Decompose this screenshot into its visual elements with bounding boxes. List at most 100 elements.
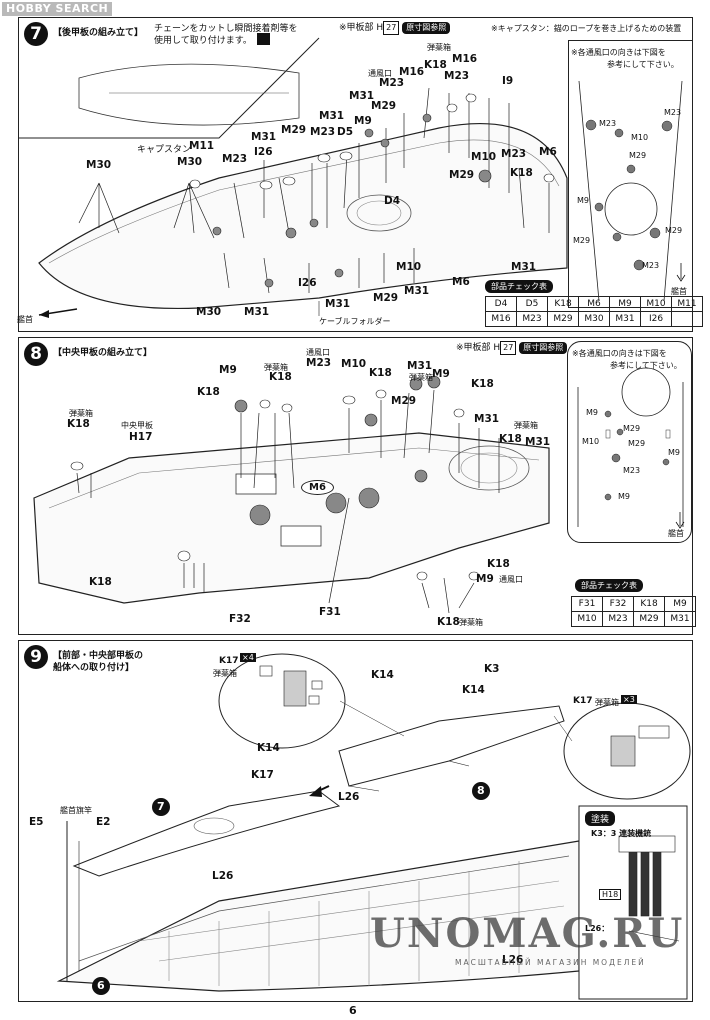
check-cell: M23 bbox=[516, 311, 548, 327]
step-7-number: 7 bbox=[24, 22, 48, 46]
site-logo: HOBBY SEARCH bbox=[2, 2, 113, 16]
inset-label: M23 bbox=[599, 119, 617, 128]
inset-label: M29 bbox=[623, 424, 641, 433]
part-k18: K18 bbox=[499, 433, 522, 445]
step-8-title: 【中央甲板の組み立て】 bbox=[53, 348, 153, 358]
inset-label: M29 bbox=[573, 236, 591, 245]
capstan-label: キャプスタン bbox=[137, 145, 192, 155]
part-m10: M10 bbox=[341, 358, 367, 370]
inset-label: M9 bbox=[618, 492, 630, 501]
part-k18: K18 bbox=[197, 386, 220, 398]
ref-number: 27 bbox=[500, 341, 517, 355]
watermark-sub: МАСШТАБНЫЙ МАГАЗИН МОДЕЛЕЙ bbox=[455, 958, 646, 967]
paint-l26-label: L26： bbox=[585, 924, 610, 933]
vent-label: 通風口 bbox=[306, 348, 330, 357]
ref-tag: 原寸図参照 bbox=[402, 22, 451, 34]
part-k17: K17 bbox=[573, 696, 593, 706]
inset-label: M9 bbox=[577, 196, 589, 205]
part-i26: I26 bbox=[254, 146, 273, 158]
check-cell: M23 bbox=[602, 611, 634, 627]
part-h17: H17 bbox=[129, 431, 153, 443]
inset-label: M9 bbox=[586, 408, 598, 417]
part-k14: K14 bbox=[257, 742, 280, 754]
step-7-vent-inset: ※各通風口の向きは下図を 参考にして下さい。 M23 M10 M23 M29 M… bbox=[568, 40, 693, 308]
inset-note-1: ※各通風口の向きは下図を bbox=[571, 48, 666, 57]
part-k17: K17 bbox=[219, 656, 239, 666]
part-m31: M31 bbox=[407, 360, 433, 372]
capstan-note: ※キャプスタン：錨のロープを巻き上げるための装置 bbox=[491, 24, 682, 33]
inset-label: M9 bbox=[668, 448, 680, 457]
part-m29: M29 bbox=[391, 395, 417, 407]
part-m31: M31 bbox=[349, 90, 375, 102]
check-cell: D5 bbox=[516, 296, 548, 312]
part-k18: K18 bbox=[510, 167, 533, 179]
part-m31: M31 bbox=[404, 285, 430, 297]
part-k3: K3 bbox=[484, 663, 500, 675]
part-m23: M23 bbox=[306, 357, 332, 369]
step-9-panel: 9 【前部・中央部甲板の 船体への取り付け】 K17 弾薬箱 ×4 K3 K14… bbox=[18, 640, 693, 1002]
part-l26: L26 bbox=[212, 870, 234, 882]
part-k18: K18 bbox=[89, 576, 112, 588]
part-m9: M9 bbox=[432, 368, 450, 380]
part-m6: M6 bbox=[539, 146, 557, 158]
paint-title: 塗装 bbox=[585, 811, 616, 826]
part-m30: M30 bbox=[177, 156, 203, 168]
mid-deck-label: 中央甲板 bbox=[121, 421, 153, 430]
ref-tag: 原寸図参照 bbox=[519, 342, 568, 354]
parts-check-title: 部品チェック表 bbox=[575, 579, 643, 592]
part-m9: M9 bbox=[219, 364, 237, 376]
part-i26: I26 bbox=[298, 277, 317, 289]
multiplier-badge: ×3 bbox=[621, 695, 637, 704]
step-7-title: 【後甲板の組み立て】 bbox=[53, 28, 144, 38]
part-m29: M29 bbox=[371, 100, 397, 112]
bow-label: 艦首 bbox=[17, 315, 33, 324]
part-m9: M9 bbox=[354, 115, 372, 127]
check-cell: M29 bbox=[633, 611, 665, 627]
part-l26: L26 bbox=[338, 791, 360, 803]
parts-check-title: 部品チェック表 bbox=[485, 280, 553, 293]
step-7-diagram bbox=[19, 37, 568, 318]
part-m23: M23 bbox=[501, 148, 527, 160]
part-m31: M31 bbox=[251, 131, 277, 143]
part-k18: K18 bbox=[487, 558, 510, 570]
part-k14: K14 bbox=[371, 669, 394, 681]
inset-label: M10 bbox=[582, 437, 600, 446]
part-m29: M29 bbox=[373, 292, 399, 304]
part-m16: M16 bbox=[452, 53, 478, 65]
part-d5: D5 bbox=[337, 126, 354, 138]
inset-note-2: 参考にして下さい。 bbox=[610, 361, 682, 370]
part-m23: M23 bbox=[444, 70, 470, 82]
vent-label: 通風口 bbox=[499, 575, 523, 584]
check-cell: M10 bbox=[640, 296, 672, 312]
vent-label: 通風口 bbox=[368, 69, 392, 78]
part-m23: M23 bbox=[310, 126, 336, 138]
ammo-label: 弾薬箱 bbox=[459, 618, 483, 627]
multiplier-badge: ×4 bbox=[240, 653, 256, 662]
step-9-title-2: 船体への取り付け】 bbox=[53, 663, 135, 673]
check-cell: M11 bbox=[671, 296, 703, 312]
cable-holder-label: ケーブルフォルダー bbox=[319, 317, 391, 326]
check-cell: M6 bbox=[578, 296, 610, 312]
step-8-vent-inset: ※各通風口の向きは下図を 参考にして下さい。 M9 M29 M10 M29 M9… bbox=[567, 341, 692, 543]
step-9-number: 9 bbox=[24, 645, 48, 669]
inset-note-1: ※各通風口の向きは下図を bbox=[572, 349, 667, 358]
vent-inset-diagram bbox=[578, 80, 686, 302]
part-m23: M23 bbox=[379, 77, 405, 89]
part-m29: M29 bbox=[281, 124, 307, 136]
check-cell: M9 bbox=[664, 596, 696, 612]
part-k18: K18 bbox=[369, 367, 392, 379]
step-7-instruction-1: チェーンをカットし瞬間接着剤等を bbox=[154, 24, 298, 34]
part-f32: F32 bbox=[229, 613, 251, 625]
check-cell: I26 bbox=[640, 311, 672, 327]
part-k18: K18 bbox=[424, 59, 447, 71]
watermark-main: UNOMAG.RU bbox=[370, 910, 685, 957]
ammo-label: 弾薬箱 bbox=[69, 409, 93, 418]
check-cell: M10 bbox=[571, 611, 603, 627]
check-cell: M31 bbox=[609, 311, 641, 327]
part-m29: M29 bbox=[449, 169, 475, 181]
check-cell: M16 bbox=[485, 311, 517, 327]
inset-label: M29 bbox=[628, 439, 646, 448]
